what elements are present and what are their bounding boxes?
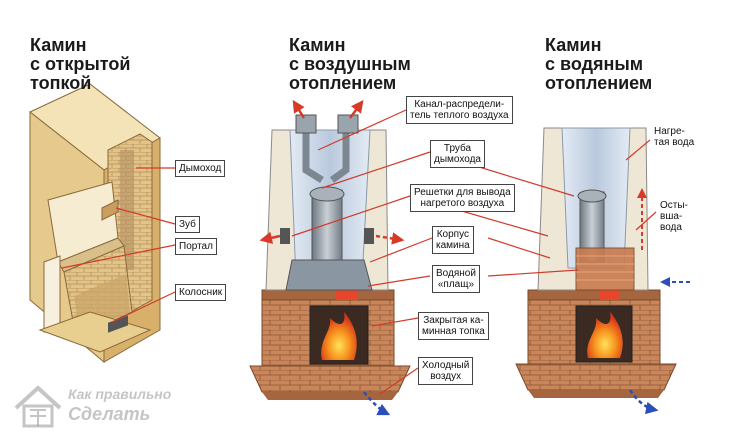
title-line: отоплением xyxy=(545,73,653,93)
label-line: вода xyxy=(660,222,682,233)
title-water-fireplace: Камин с водяным отоплением xyxy=(545,36,652,93)
house-logo-icon xyxy=(14,385,62,428)
label-line: Холодный xyxy=(422,360,470,371)
label-line: минная топка xyxy=(422,326,485,337)
label-line: Осты- xyxy=(660,200,688,211)
title-line: Камин xyxy=(289,35,346,55)
label-fireplace-body: Корпус камина xyxy=(432,226,474,254)
water-flow-arrows xyxy=(628,188,690,415)
title-line: топкой xyxy=(30,73,92,93)
label-line: дымохода xyxy=(434,154,481,165)
water-fireplace-illustration xyxy=(515,127,677,398)
label-line: Водяной xyxy=(436,268,476,279)
label-line: нагретого воздуха xyxy=(420,198,505,209)
label-line: воздух xyxy=(430,371,462,382)
label-chimney: Дымоход xyxy=(175,160,226,177)
title-line: с водяным xyxy=(545,54,644,74)
watermark: Как правильно Сделать xyxy=(12,380,212,432)
air-fireplace-illustration xyxy=(249,114,411,400)
label-water-jacket: Водяной «плащ» xyxy=(432,265,480,293)
label-line: «плащ» xyxy=(437,279,475,290)
title-air-fireplace: Камин с воздушным отоплением xyxy=(289,36,411,93)
label-distribution-channel: Канал-распредели- тель теплого воздуха xyxy=(406,96,513,124)
title-line: Камин xyxy=(30,35,87,55)
label-grate: Колосник xyxy=(175,284,227,301)
right-leader-lines xyxy=(625,139,657,231)
label-line: Закрытая ка- xyxy=(423,315,484,326)
label-tooth: Зуб xyxy=(175,216,200,233)
label-portal: Портал xyxy=(175,238,217,255)
watermark-line1: Как правильно xyxy=(68,386,172,402)
left-leader-lines xyxy=(61,167,176,323)
label-line: Корпус xyxy=(436,229,469,240)
label-heated-air-grilles: Решетки для вывода нагретого воздуха xyxy=(410,184,515,212)
label-line: тель теплого воздуха xyxy=(410,110,509,121)
label-line: Канал-распредели- xyxy=(414,99,505,110)
title-line: с воздушным xyxy=(289,54,411,74)
label-line: Труба xyxy=(443,143,472,154)
title-line: с открытой xyxy=(30,54,131,74)
title-open-fireplace: Камин с открытой топкой xyxy=(30,36,130,93)
label-line: Нагре- xyxy=(654,126,685,137)
air-flow-arrows xyxy=(259,99,405,416)
open-fireplace-illustration xyxy=(29,83,161,364)
label-cold-air: Холодный воздух xyxy=(418,357,474,385)
label-line: вша- xyxy=(660,211,683,222)
title-line: отоплением xyxy=(289,73,397,93)
watermark-line2: Сделать xyxy=(68,404,151,424)
label-line: тая вода xyxy=(654,137,695,148)
label-cooled-water: Осты- вша- вода xyxy=(660,200,688,233)
label-heated-water: Нагре- тая вода xyxy=(654,126,694,148)
label-closed-firebox: Закрытая ка- минная топка xyxy=(418,312,489,340)
title-line: Камин xyxy=(545,35,602,55)
label-flue-pipe: Труба дымохода xyxy=(430,140,485,168)
label-line: Решетки для вывода xyxy=(414,187,511,198)
label-line: камина xyxy=(436,240,470,251)
